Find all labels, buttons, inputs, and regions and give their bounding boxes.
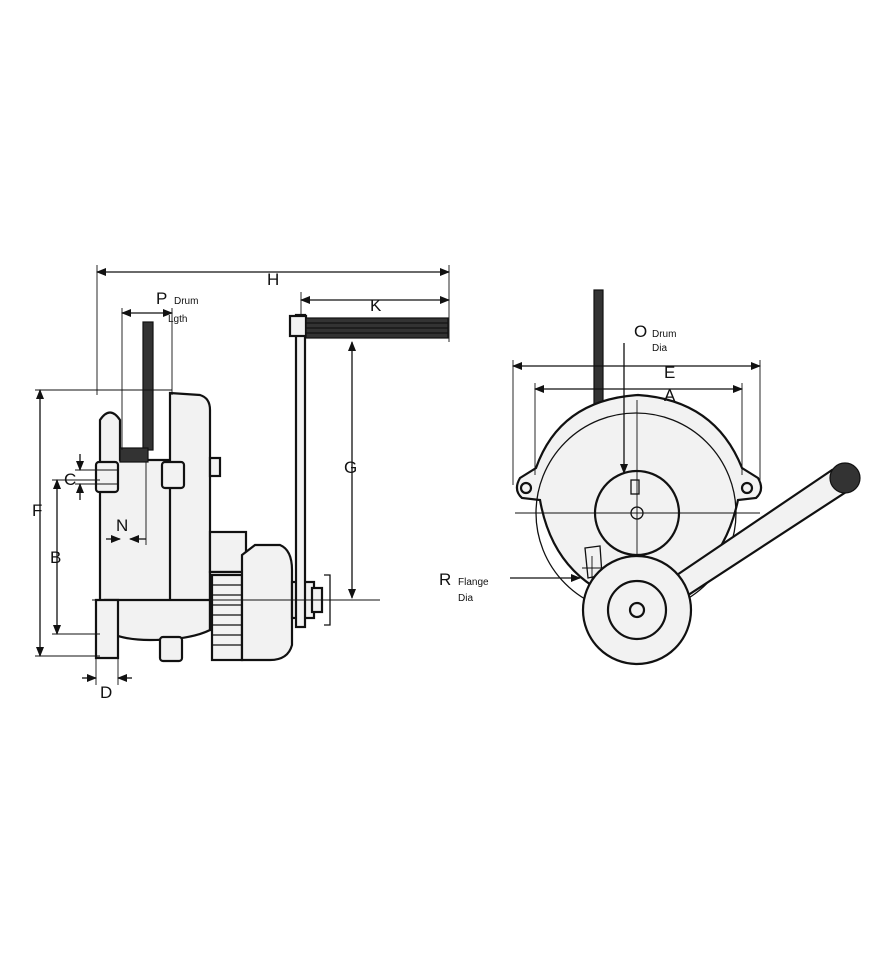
label-f: F bbox=[32, 501, 42, 520]
label-c: C bbox=[64, 470, 76, 489]
crank-knob bbox=[829, 462, 861, 494]
label-o-sub-drum: Drum bbox=[652, 329, 676, 340]
label-k: K bbox=[370, 296, 382, 315]
mount-hole-right bbox=[740, 481, 754, 495]
gear-flange-bore bbox=[628, 601, 646, 619]
cable-anchor bbox=[630, 479, 640, 495]
label-p-sub-drum: Drum bbox=[174, 296, 198, 307]
housing-side-tab bbox=[208, 456, 222, 478]
drum-bracket bbox=[119, 447, 149, 463]
cable-rope-front bbox=[593, 289, 604, 416]
cable-rope bbox=[142, 321, 154, 451]
crank-arm bbox=[294, 313, 307, 629]
label-o-sub-dia: Dia bbox=[652, 343, 667, 354]
housing-lower bbox=[103, 598, 212, 642]
label-b: B bbox=[50, 548, 61, 567]
label-o: O bbox=[634, 322, 647, 341]
side-view: H K P Drum Lgth G F C N bbox=[32, 265, 450, 702]
mounting-foot bbox=[94, 598, 120, 660]
label-n: N bbox=[116, 516, 128, 535]
housing-body bbox=[168, 391, 212, 637]
label-r: R bbox=[439, 570, 451, 589]
front-view: E A O Drum Dia R Flange Dia bbox=[439, 289, 861, 666]
crank-arm-top-bolt bbox=[288, 314, 308, 338]
label-d: D bbox=[100, 683, 112, 702]
label-r-sub-dia: Dia bbox=[458, 593, 473, 604]
gear-flange-inner bbox=[606, 579, 668, 641]
bolt-lower bbox=[158, 635, 184, 663]
gear-flange bbox=[581, 554, 693, 666]
bolt-upper bbox=[160, 460, 186, 490]
label-p: P bbox=[156, 289, 167, 308]
bolt-side-c bbox=[94, 460, 120, 494]
gear-teeth bbox=[210, 573, 244, 662]
label-h: H bbox=[267, 270, 279, 289]
label-e: E bbox=[664, 363, 675, 382]
label-p-sub-lgth: Lgth bbox=[168, 314, 187, 325]
gear-cover bbox=[208, 530, 248, 574]
label-a: A bbox=[664, 386, 676, 405]
crank-housing bbox=[240, 543, 294, 662]
mount-hole-left bbox=[519, 481, 533, 495]
label-g: G bbox=[344, 458, 357, 477]
label-r-sub-flange: Flange bbox=[458, 577, 489, 588]
